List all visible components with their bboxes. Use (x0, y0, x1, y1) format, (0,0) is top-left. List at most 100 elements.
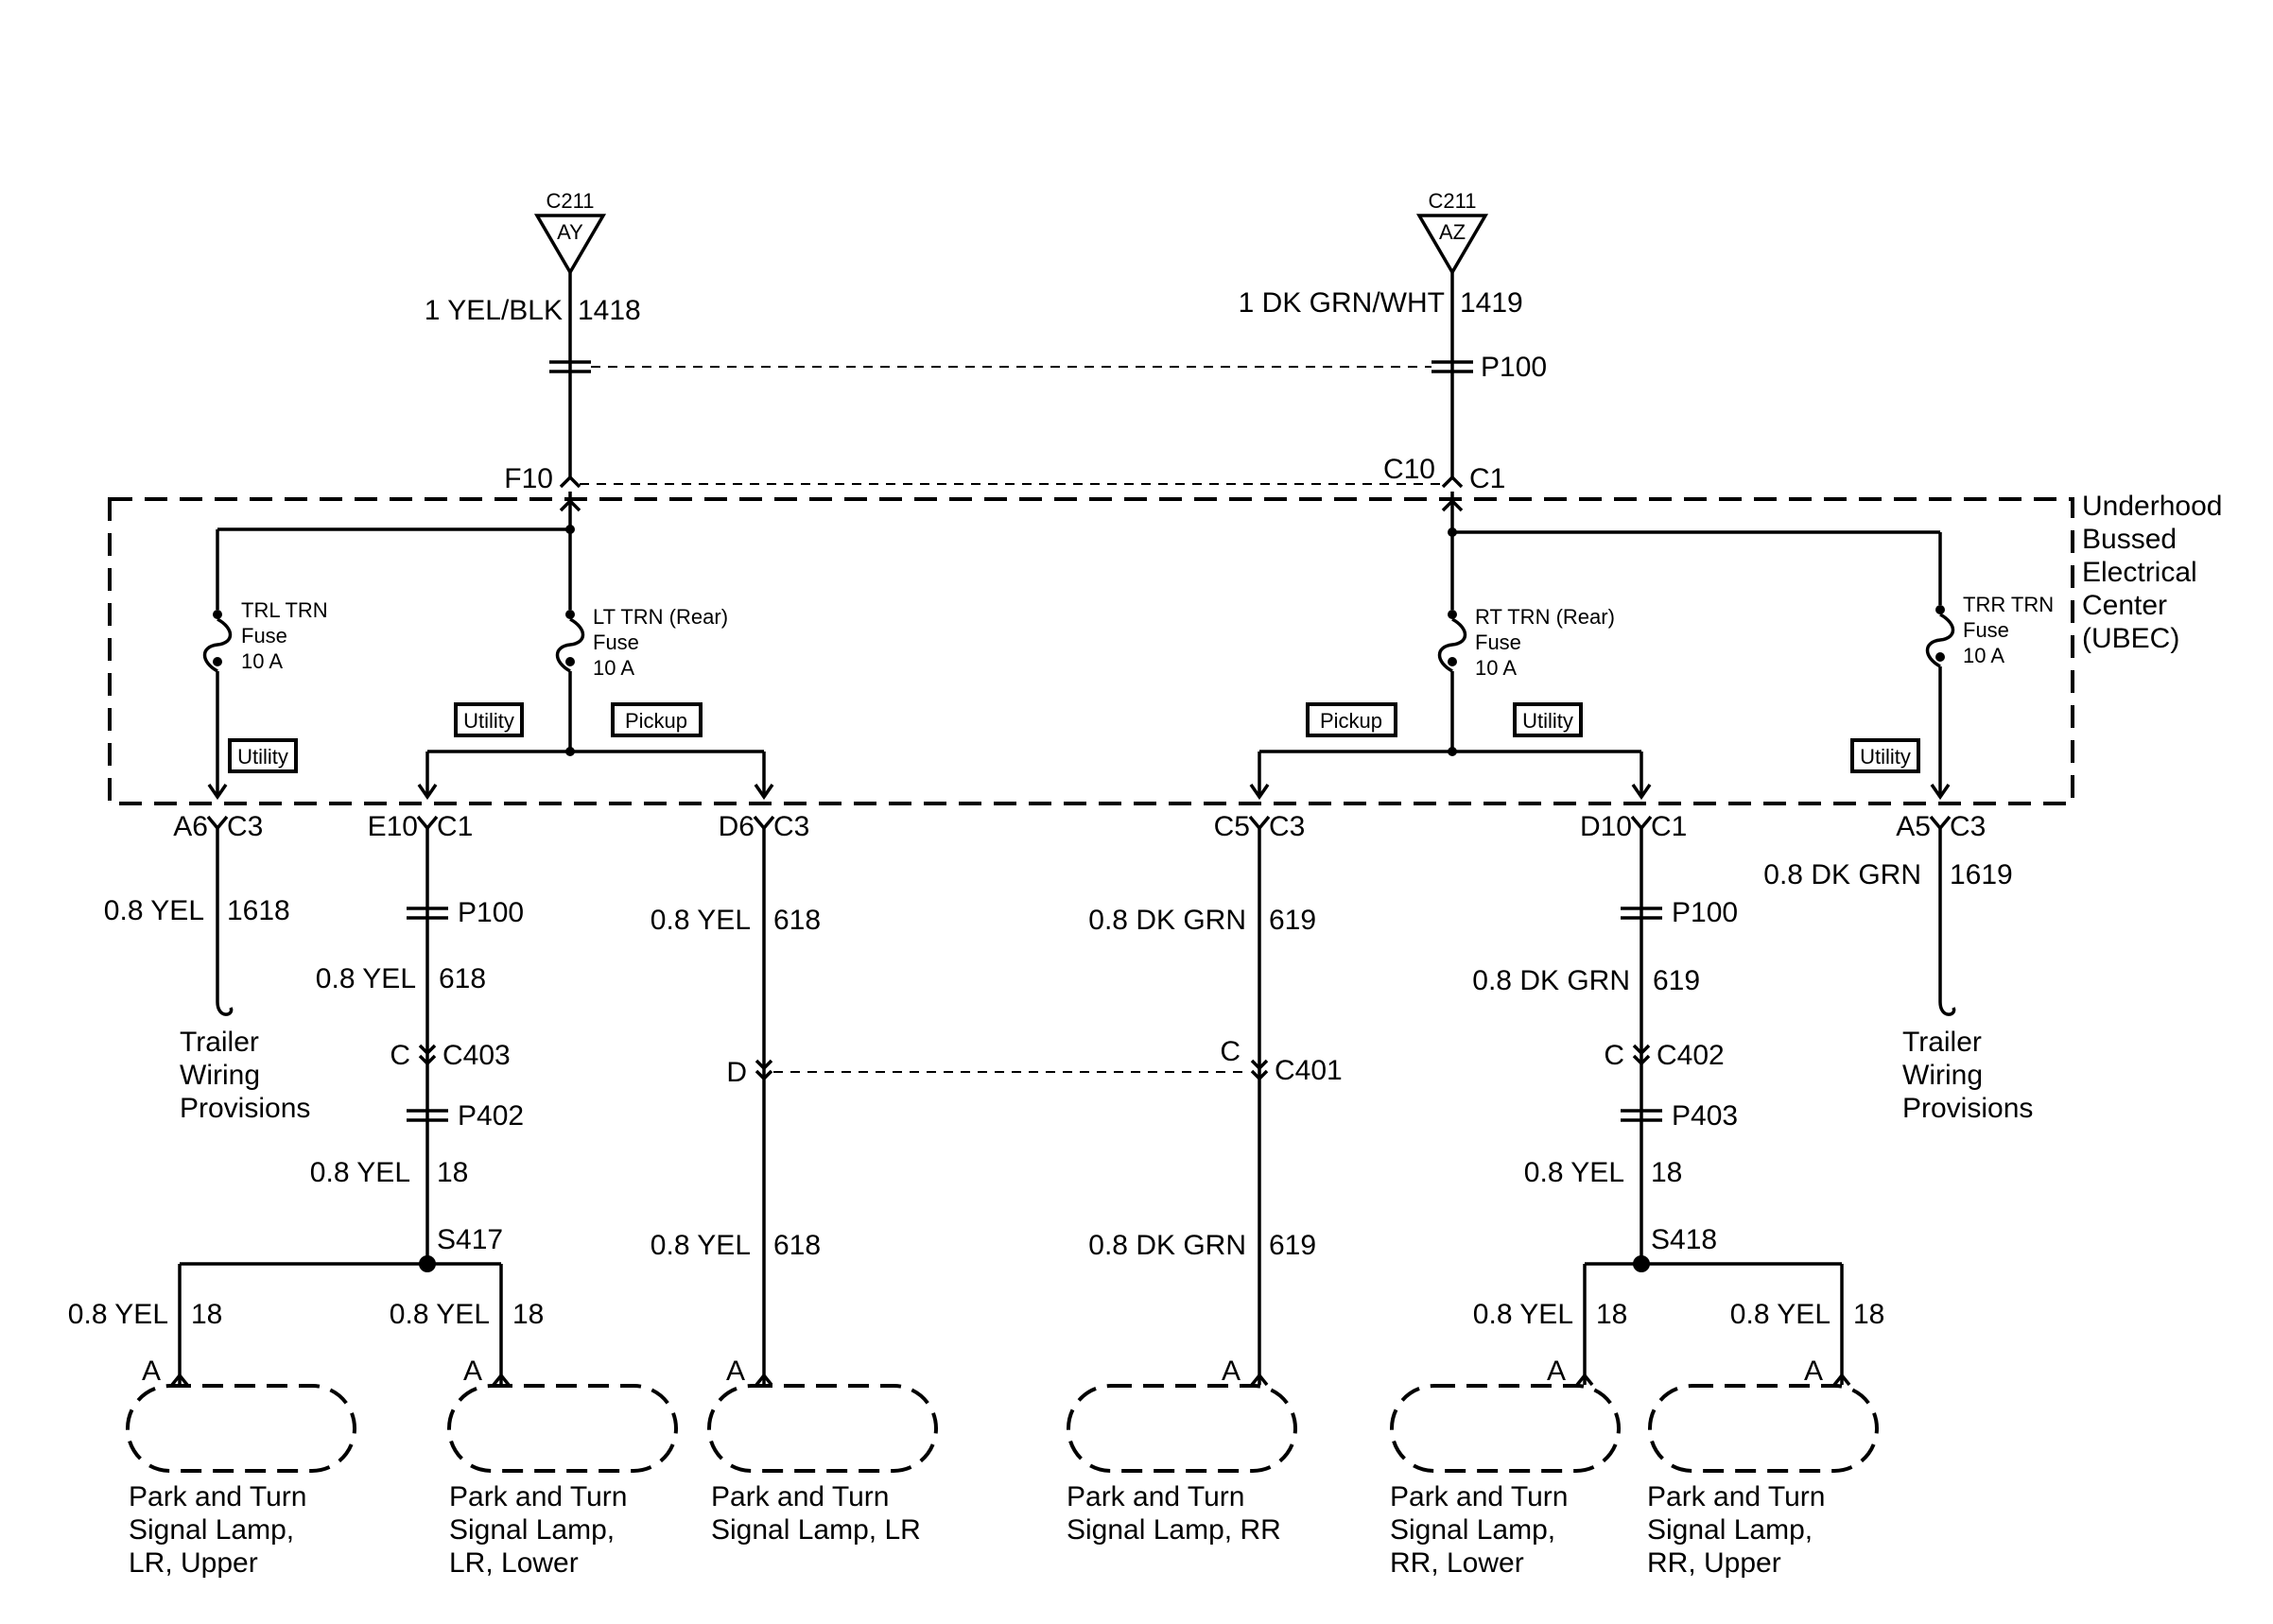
svg-text:C402: C402 (1657, 1040, 1725, 1071)
connector-icon (1575, 1373, 1594, 1387)
p100-top: P100 (549, 352, 1547, 383)
lamp-outline (447, 1384, 678, 1473)
s417-label: S417 (437, 1224, 503, 1255)
fuse-trr-name: TRR TRN (1963, 593, 2054, 616)
svg-text:P403: P403 (1672, 1100, 1738, 1132)
c211-right-triangle (1415, 214, 1489, 276)
connector-icon (1248, 815, 1271, 831)
svg-text:Signal Lamp, RR: Signal Lamp, RR (1067, 1514, 1281, 1546)
ubec-label-4: Center (2082, 590, 2167, 621)
ubec-box: Underhood Bussed Electrical Center (UBEC… (108, 491, 2222, 805)
trailer-right-3: Provisions (1902, 1093, 2033, 1124)
svg-text:Park and Turn: Park and Turn (1647, 1481, 1825, 1512)
fuse-icon (1925, 613, 1955, 668)
connector-icon (1832, 1373, 1851, 1387)
fuse-rt-rating: 10 A (1475, 656, 1517, 680)
lamp-rr: A Park and Turn Signal Lamp, RR (1067, 1356, 1297, 1546)
svg-text:18: 18 (191, 1299, 222, 1330)
fuse-trl-rating: 10 A (241, 649, 283, 673)
svg-text:1618: 1618 (227, 895, 290, 926)
ubec-label-1: Underhood (2082, 491, 2222, 522)
fuse-lt-rating: 10 A (593, 656, 634, 680)
option-pickup-lt: Pickup (611, 702, 703, 737)
f10-connector-icon (559, 475, 581, 489)
svg-text:Park and Turn: Park and Turn (711, 1481, 889, 1512)
svg-text:619: 619 (1269, 1230, 1316, 1261)
svg-text:A: A (1222, 1356, 1241, 1387)
arrow-down-icon (754, 784, 774, 801)
svg-text:RR, Upper: RR, Upper (1647, 1547, 1781, 1579)
wire-1418-size: 1 YEL/BLK (425, 295, 563, 326)
option-utility-lt: Utility (454, 702, 524, 737)
option-pickup-rt: Pickup (1306, 702, 1397, 737)
option-utility-trr: Utility (1850, 738, 1920, 773)
svg-text:0.8 YEL: 0.8 YEL (651, 1230, 751, 1261)
rr-circuit: 0.8 DK GRN 619 C C401 0.8 DK GRN 619 (1088, 828, 1343, 1385)
svg-text:0.8 YEL: 0.8 YEL (316, 963, 416, 994)
svg-text:D6: D6 (719, 811, 755, 842)
p100-right-inline: P100 (1621, 897, 1738, 928)
inline-connector (549, 360, 591, 373)
option-utility-rt: Utility (1513, 702, 1583, 737)
svg-text:0.8 YEL: 0.8 YEL (68, 1299, 168, 1330)
svg-text:Pickup: Pickup (625, 709, 687, 733)
svg-text:18: 18 (1853, 1299, 1884, 1330)
svg-text:Park and Turn: Park and Turn (1390, 1481, 1568, 1512)
svg-text:A: A (1547, 1356, 1566, 1387)
arrow-down-icon (1249, 784, 1270, 801)
svg-text:0.8 YEL: 0.8 YEL (104, 895, 204, 926)
c401-left-pin: D (726, 1057, 773, 1088)
svg-text:C: C (390, 1040, 410, 1071)
source-right: C211 AZ 1 DK GRN/WHT 1419 (1239, 189, 1523, 477)
svg-text:A5: A5 (1896, 811, 1931, 842)
c403-connector: C C403 (390, 1040, 510, 1071)
arrow-down-icon (1631, 784, 1652, 801)
svg-text:D10: D10 (1580, 811, 1632, 842)
fuse-trr-trn: TRR TRN Fuse 10 A (1925, 593, 2054, 668)
rr-lower-upper-circuit: P100 0.8 DK GRN 619 C C402 P403 0.8 YEL … (1472, 828, 1884, 1385)
lamp-outline (126, 1384, 356, 1473)
svg-text:0.8 DK GRN: 0.8 DK GRN (1088, 905, 1246, 936)
connector-icon (755, 1373, 773, 1387)
p402-inline: P402 (407, 1100, 524, 1132)
svg-text:C3: C3 (773, 811, 809, 842)
output-a5-c3: A5 C3 (1896, 811, 1986, 842)
ubec-label-2: Bussed (2082, 524, 2177, 555)
ubec-label-5: (UBEC) (2082, 623, 2179, 654)
arrow-up-icon (559, 498, 581, 512)
fuse-rt-trn-rear: RT TRN (Rear) Fuse 10 A (1437, 605, 1615, 680)
svg-text:0.8 DK GRN: 0.8 DK GRN (1472, 965, 1630, 996)
connector-icon (1929, 815, 1952, 831)
svg-text:1619: 1619 (1950, 859, 2013, 890)
svg-text:18: 18 (1651, 1157, 1682, 1188)
terminal-end-icon (1938, 1001, 1956, 1016)
svg-text:P100: P100 (458, 897, 524, 928)
connector-icon (1630, 815, 1653, 831)
output-connectors: A6 C3 E10 C1 D6 C3 C5 C3 D10 C1 A5 C3 (173, 811, 1986, 842)
trailer-left-3: Provisions (180, 1093, 310, 1124)
c211-right-pin: AZ (1439, 220, 1466, 244)
c211-right-label: C211 (1429, 189, 1477, 213)
lamp-lr: A Park and Turn Signal Lamp, LR (707, 1356, 938, 1546)
svg-text:0.8 YEL: 0.8 YEL (1524, 1157, 1624, 1188)
fuse-rt-fuse: Fuse (1475, 631, 1521, 654)
svg-text:18: 18 (512, 1299, 544, 1330)
wire-1419-size: 1 DK GRN/WHT (1239, 287, 1445, 319)
connector-icon (753, 815, 775, 831)
trailer-left-circuit: 0.8 YEL 1618 Trailer Wiring Provisions (104, 828, 310, 1124)
lamp-lr-lower: A Park and Turn Signal Lamp, LR, Lower (447, 1356, 678, 1579)
s418-label: S418 (1651, 1224, 1717, 1255)
fuse-trl-fuse: Fuse (241, 624, 287, 648)
fuse-lt-name: LT TRN (Rear) (593, 605, 728, 629)
lamp-rr-upper: A Park and Turn Signal Lamp, RR, Upper (1647, 1356, 1879, 1579)
svg-text:18: 18 (1596, 1299, 1627, 1330)
wire-1419-circuit: 1419 (1460, 287, 1523, 319)
splice-dot (1448, 747, 1457, 756)
svg-text:0.8 YEL: 0.8 YEL (1730, 1299, 1831, 1330)
output-a6-c3: A6 C3 (173, 811, 263, 842)
svg-text:0.8 YEL: 0.8 YEL (310, 1157, 410, 1188)
fuse-icon (1437, 617, 1467, 673)
c401-right-pin: C C401 (1220, 1036, 1342, 1086)
svg-text:Utility: Utility (237, 745, 288, 769)
